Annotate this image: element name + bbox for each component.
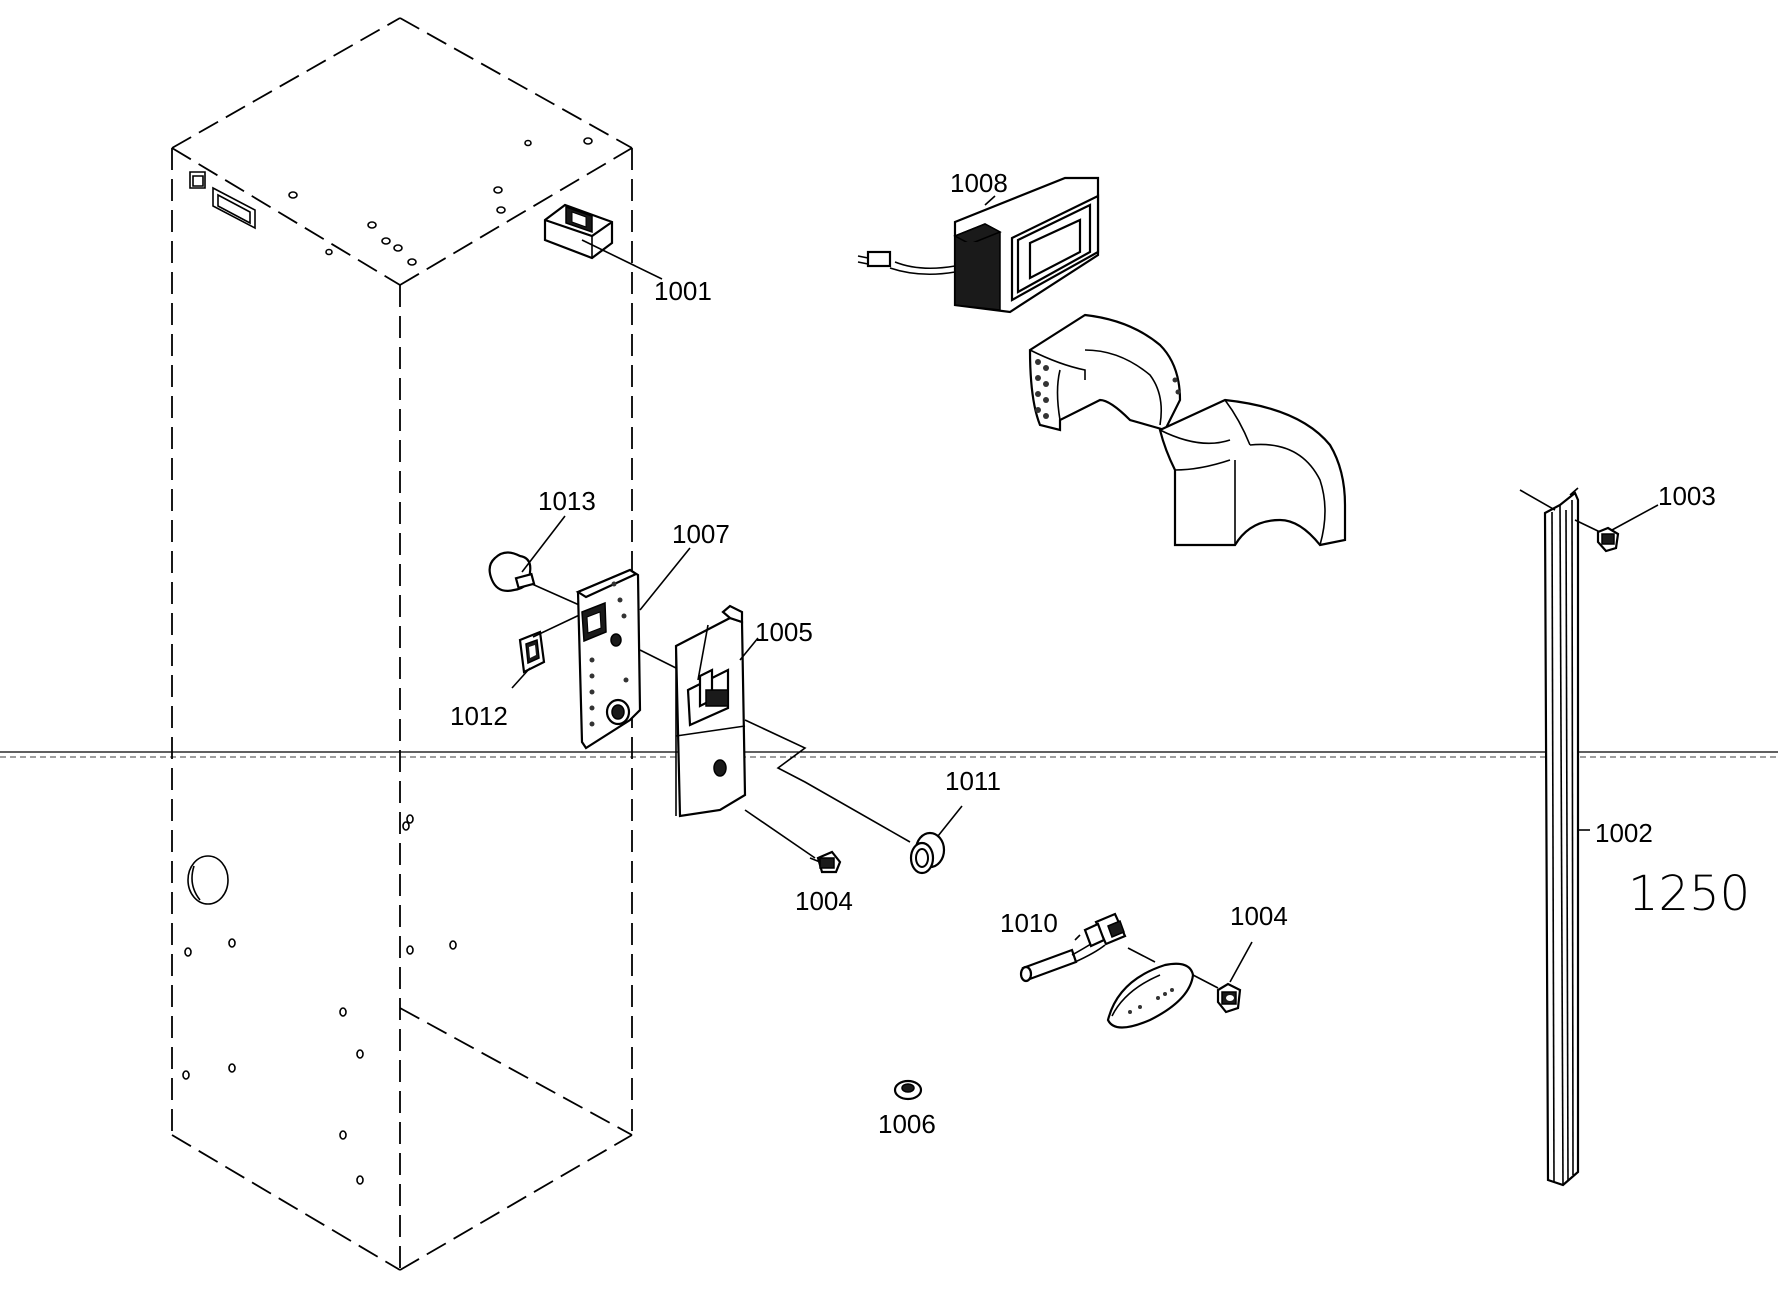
cabinet-top-vents: [189, 171, 256, 230]
routing-line-1011: [744, 719, 911, 843]
leader-1001: [581, 239, 663, 280]
label-1004-right: 1004: [1230, 901, 1288, 931]
cabinet-top-holes: [288, 137, 593, 266]
leader-1011: [937, 805, 963, 837]
label-1004-left: 1004: [795, 886, 853, 916]
lower-lamp-cover: [1158, 398, 1347, 547]
label-1001: 1001: [654, 276, 712, 306]
part-1007-bracket-plate: [575, 568, 701, 750]
cabinet-side-holes: [182, 814, 457, 1185]
part-1004-screw-right: [1216, 982, 1242, 1014]
part-1003-screw: [1574, 519, 1620, 553]
leader-1004-right: [1229, 941, 1253, 983]
upper-lamp-cover: [1028, 313, 1182, 432]
label-1002: 1002: [1595, 818, 1653, 848]
label-1003: 1003: [1658, 481, 1716, 511]
label-1005: 1005: [755, 617, 813, 647]
sensor-cover: [1106, 962, 1219, 1029]
part-1006-clip: [893, 1079, 923, 1101]
part-1005-housing: [674, 604, 747, 818]
part-1011-grommet: [909, 831, 946, 875]
handwritten-page-number: 1250: [1628, 866, 1750, 922]
label-1010: 1010: [1000, 908, 1058, 938]
leader-1008: [984, 195, 996, 206]
leader-1003: [1611, 504, 1659, 531]
label-1006: 1006: [878, 1109, 936, 1139]
cabinet-outline: [171, 17, 633, 1271]
leader-1010: [1074, 934, 1081, 941]
leader-1007: [639, 547, 691, 611]
leader-1013: [521, 515, 566, 573]
label-1007: 1007: [672, 519, 730, 549]
label-1008: 1008: [950, 168, 1008, 198]
part-1001-connector-block: [543, 203, 614, 260]
label-1013: 1013: [538, 486, 596, 516]
leader-1012: [511, 667, 531, 689]
label-1012: 1012: [450, 701, 508, 731]
part-1008-control-module: [857, 176, 1100, 314]
scan-line: [0, 751, 1778, 758]
part-1004-screw-left: [744, 809, 842, 874]
part-1010-sensor: [1019, 912, 1156, 983]
part-1002-trim-strip: [1519, 487, 1580, 1187]
leader-1005: [739, 637, 759, 661]
label-1011: 1011: [945, 766, 1001, 796]
